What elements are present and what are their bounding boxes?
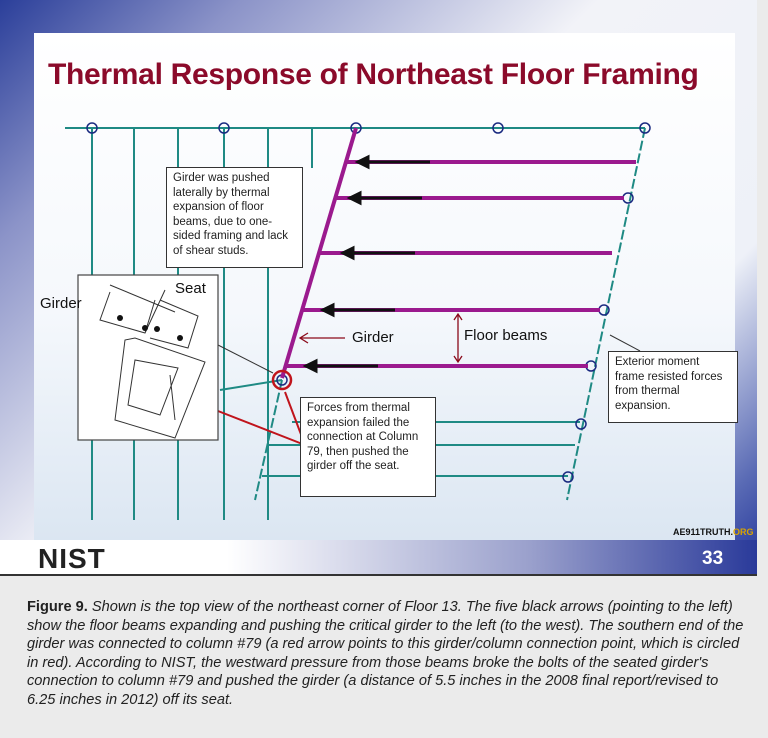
pointer-line xyxy=(217,344,274,374)
caption-label: Figure 9. xyxy=(27,599,88,615)
figure-caption: Figure 9. Shown is the top view of the n… xyxy=(27,598,747,710)
column-marker xyxy=(622,192,634,204)
girder-pushed-callout: Girder was pushed laterally by thermal e… xyxy=(166,167,303,268)
girder-label-arrow xyxy=(298,332,345,344)
watermark: AE911TRUTH.ORG xyxy=(673,527,754,537)
floor-beams-label: Floor beams xyxy=(464,327,548,344)
seat-label: Seat xyxy=(175,280,206,297)
nist-logo: NIST xyxy=(38,543,106,574)
connector xyxy=(219,379,283,391)
column-79-highlight-circle xyxy=(271,369,293,391)
inset-girder-label: Girder xyxy=(40,295,82,312)
column-marker xyxy=(575,418,587,430)
column-marker xyxy=(492,122,504,134)
connection-detail-sketch xyxy=(99,284,206,439)
watermark-main: AE911TRUTH. xyxy=(673,527,734,537)
connection-inset xyxy=(77,274,219,441)
forces-callout: Forces from thermal expansion failed the… xyxy=(300,397,436,497)
slide-footer xyxy=(0,540,757,574)
column-marker xyxy=(218,122,230,134)
girder-label: Girder xyxy=(352,329,394,346)
column-marker xyxy=(639,122,651,134)
column-marker xyxy=(562,471,574,483)
pointer-line xyxy=(609,334,641,352)
exterior-frame-callout: Exterior moment frame resisted forces fr… xyxy=(608,351,738,423)
watermark-suffix: ORG xyxy=(733,527,754,537)
column-marker xyxy=(86,122,98,134)
slide: Thermal Response of Northeast Floor Fram… xyxy=(0,0,757,576)
south-frame xyxy=(254,379,283,501)
floor-beams-arrow xyxy=(453,312,463,364)
slide-page-number: 33 xyxy=(702,548,724,569)
caption-text: Shown is the top view of the northeast c… xyxy=(27,599,744,708)
slide-title: Thermal Response of Northeast Floor Fram… xyxy=(48,58,699,91)
